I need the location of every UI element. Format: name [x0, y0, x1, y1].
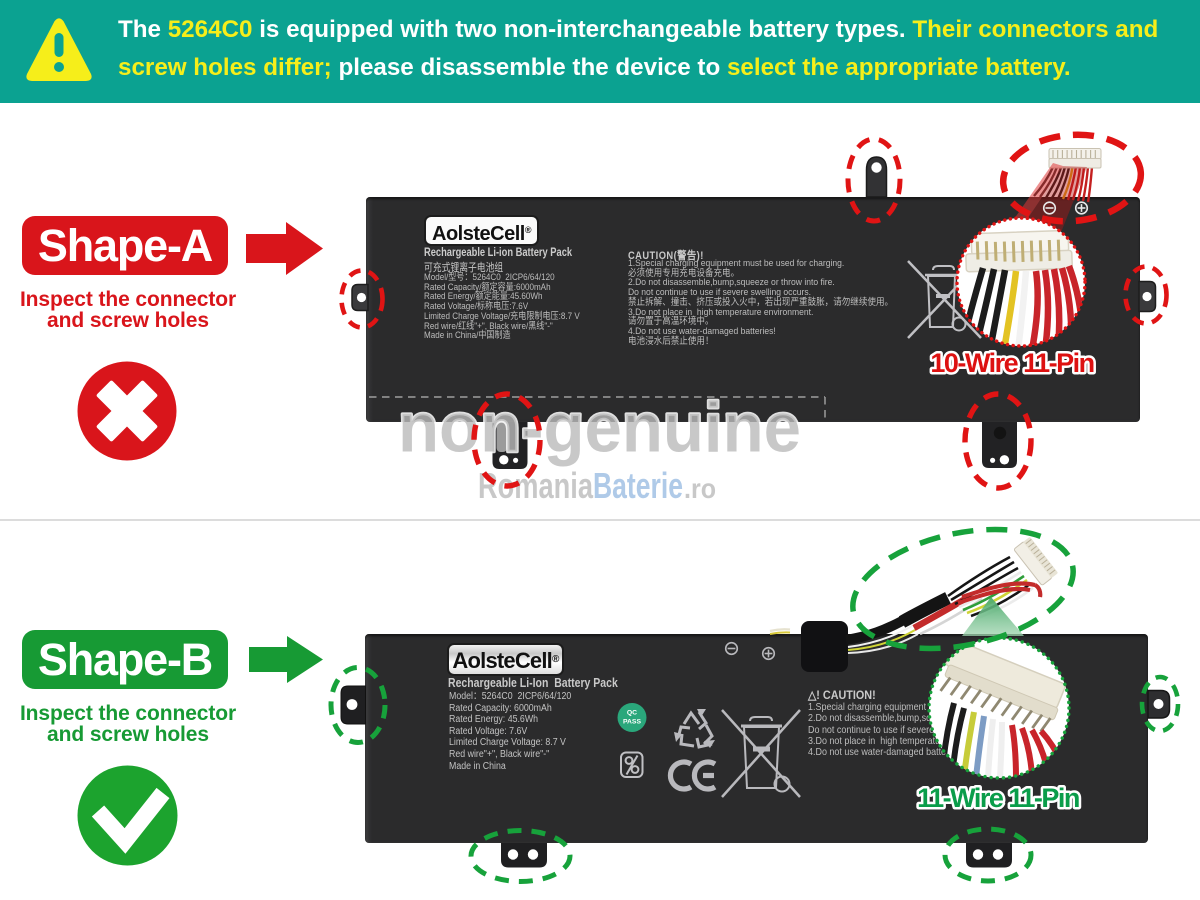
svg-text:Romania: Romania [478, 465, 594, 506]
svg-text:.ro: .ro [684, 473, 716, 504]
svg-text:11-Wire 11-Pin: 11-Wire 11-Pin [917, 783, 1079, 813]
svg-text:Baterie: Baterie [593, 465, 683, 506]
svg-text:PASS: PASS [623, 719, 641, 726]
svg-text:non-genuine: non-genuine [398, 388, 801, 467]
svg-text:QC: QC [627, 710, 637, 717]
svg-text:10-Wire 11-Pin: 10-Wire 11-Pin [930, 348, 1093, 378]
